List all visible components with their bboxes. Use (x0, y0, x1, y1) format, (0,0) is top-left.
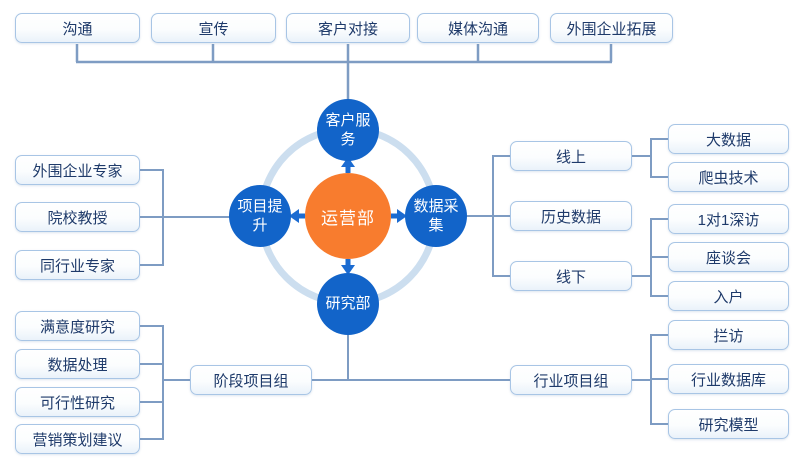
top-box-external-expansion: 外围企业拓展 (550, 13, 673, 43)
bottom-left-lines (140, 325, 190, 440)
br-box-industry-database: 行业数据库 (668, 364, 789, 394)
satellite-project-improvement: 项目提升 (229, 185, 291, 247)
bottom-middle-lines (312, 332, 510, 381)
top-tree-lines (75, 44, 613, 100)
industry-branch-lines (632, 334, 668, 425)
offline-branch-lines (632, 218, 668, 297)
top-box-communication: 沟通 (15, 13, 140, 43)
group-box-stage-project: 阶段项目组 (190, 365, 312, 395)
online-branch-lines (632, 138, 668, 178)
satellite-research-dept: 研究部 (317, 273, 379, 335)
br-box-research-model: 研究模型 (668, 409, 789, 439)
top-box-media-communication: 媒体沟通 (417, 13, 539, 43)
left-box-industry-peers: 同行业专家 (15, 250, 140, 280)
satellite-customer-service: 客户服务 (317, 99, 379, 161)
right-box-big-data: 大数据 (668, 124, 789, 154)
mid-right-lines (464, 155, 510, 277)
br-box-intercept-interview: 拦访 (668, 320, 789, 350)
left-box-external-experts: 外围企业专家 (15, 155, 140, 185)
outward-arrows (289, 157, 407, 275)
right-box-one-on-one-interview: 1对1深访 (668, 204, 789, 234)
bl-box-data-processing: 数据处理 (15, 349, 140, 379)
mid-box-online: 线上 (510, 141, 632, 171)
hub-circle-operations-dept: 运营部 (305, 173, 391, 259)
right-box-household-visit: 入户 (668, 281, 789, 311)
group-box-industry-project: 行业项目组 (510, 365, 632, 395)
mid-box-historical-data: 历史数据 (510, 201, 632, 231)
bl-box-marketing-advice: 营销策划建议 (15, 424, 140, 454)
right-box-crawler-tech: 爬虫技术 (668, 162, 789, 192)
right-box-focus-group: 座谈会 (668, 242, 789, 272)
satellite-data-collection: 数据采集 (405, 185, 467, 247)
left-group-lines (140, 169, 233, 266)
mid-box-offline: 线下 (510, 261, 632, 291)
top-box-promotion: 宣传 (151, 13, 276, 43)
top-box-client-docking: 客户对接 (286, 13, 410, 43)
bl-box-satisfaction-research: 满意度研究 (15, 311, 140, 341)
left-box-college-professors: 院校教授 (15, 202, 140, 232)
bl-box-feasibility-research: 可行性研究 (15, 387, 140, 417)
